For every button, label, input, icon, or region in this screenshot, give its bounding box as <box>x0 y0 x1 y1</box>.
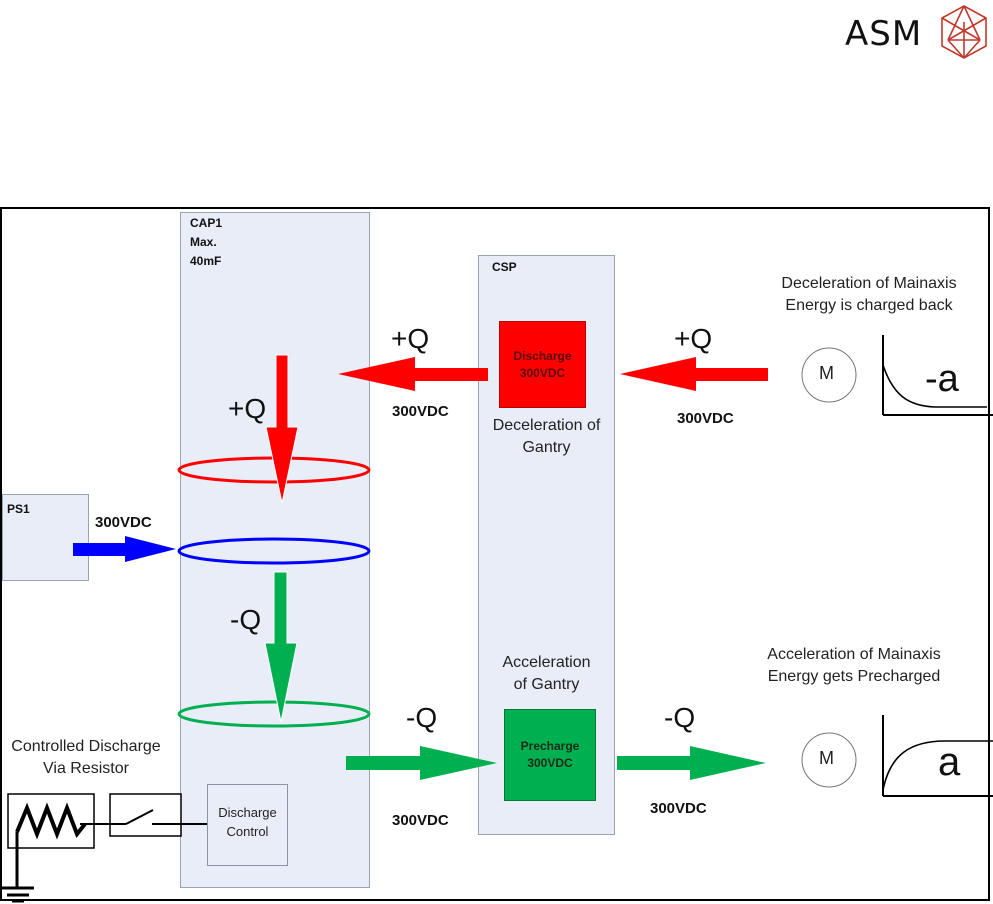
mainaxis-decel-line2: Energy is charged back <box>785 297 953 314</box>
motor-decel-icon <box>801 347 857 403</box>
deceleration-graph <box>882 335 993 416</box>
arrow-down-red <box>265 354 299 504</box>
mainaxis-accel-line2: Energy gets Precharged <box>767 668 941 685</box>
cap1-label: CAP1 Max. 40mF <box>190 214 222 271</box>
mainaxis-acceleration-caption: Acceleration of Mainaxis Energy gets Pre… <box>745 644 963 688</box>
discharge-box-line2: 300VDC <box>519 366 566 380</box>
accel-gantry-line2: of Gantry <box>513 676 580 693</box>
controlled-discharge-line1: Controlled Discharge <box>11 738 161 755</box>
cap1-title: CAP1 <box>190 216 223 230</box>
discharge-control-label: Discharge Control <box>207 803 288 841</box>
motor-decel-label: M <box>819 363 834 383</box>
controlled-discharge-caption: Controlled Discharge Via Resistor <box>0 736 172 780</box>
cap1-max: Max. <box>190 235 217 249</box>
arrow-left-red-csp <box>620 357 768 391</box>
controlled-discharge-line2: Via Resistor <box>43 760 129 777</box>
mainaxis-decel-line1: Deceleration of Mainaxis <box>781 275 957 292</box>
switch-icon <box>80 809 207 825</box>
ps1-title: PS1 <box>7 502 30 516</box>
cap-to-csp-voltage-label: 300VDC <box>392 812 449 829</box>
accel-gantry-line1: Acceleration <box>502 654 591 671</box>
acceleration-of-gantry-caption: Acceleration of Gantry <box>478 652 615 696</box>
decel-gantry-line1: Deceleration of <box>492 417 601 434</box>
motor-accel-icon <box>801 732 857 788</box>
arrow-right-blue <box>73 536 176 562</box>
resistor-icon <box>15 802 87 840</box>
mainaxis-deceleration-caption: Deceleration of Mainaxis Energy is charg… <box>760 273 978 317</box>
deceleration-of-gantry-caption: Deceleration of Gantry <box>478 415 615 459</box>
discharge-ring-green <box>177 700 371 728</box>
motor-to-csp-voltage-label: 300VDC <box>677 410 734 427</box>
precharge-box-line1: Precharge <box>520 739 580 753</box>
arrow-down-green <box>264 571 298 723</box>
diagram-frame <box>0 207 990 901</box>
motor-to-csp-charge-label: +Q <box>674 323 713 354</box>
csp-to-cap-charge-label: +Q <box>391 323 430 354</box>
ps1-voltage-label: 300VDC <box>95 514 152 531</box>
into-cap-charge-label: +Q <box>228 393 267 424</box>
supply-ring-blue <box>177 537 371 565</box>
arrow-left-red-cap <box>338 357 488 391</box>
ps1-panel <box>2 494 89 581</box>
discharge-300vdc-box: Discharge 300VDC <box>499 321 586 408</box>
discharge-box-line1: Discharge <box>513 349 572 363</box>
csp-to-cap-voltage-label: 300VDC <box>392 403 449 420</box>
motor-accel-label: M <box>819 748 834 768</box>
arrow-right-green-csp <box>346 746 497 780</box>
decel-graph-label: -a <box>925 358 959 400</box>
acceleration-graph <box>882 715 993 797</box>
discharge-control-line2: Control <box>226 824 269 839</box>
out-of-cap-charge-label: -Q <box>230 604 262 635</box>
discharge-control-box <box>207 784 288 866</box>
precharge-300vdc-box: Precharge 300VDC <box>504 709 596 801</box>
discharge-control-line1: Discharge <box>218 805 277 820</box>
arrow-right-green-motor <box>617 746 766 780</box>
ground-icon <box>2 832 34 903</box>
mainaxis-accel-line1: Acceleration of Mainaxis <box>767 646 941 663</box>
accel-graph-label: a <box>938 740 961 784</box>
cap-to-csp-charge-label: -Q <box>406 702 438 733</box>
csp-title: CSP <box>492 260 517 274</box>
csp-to-motor-voltage-label: 300VDC <box>650 800 707 817</box>
precharge-box-line2: 300VDC <box>527 756 573 770</box>
asm-logo-text: ASM <box>845 14 923 54</box>
crystal-hexagon-icon <box>941 5 987 59</box>
decel-gantry-line2: Gantry <box>522 439 571 456</box>
csp-to-motor-charge-label: -Q <box>664 702 696 733</box>
cap1-capacity: 40mF <box>190 254 222 268</box>
